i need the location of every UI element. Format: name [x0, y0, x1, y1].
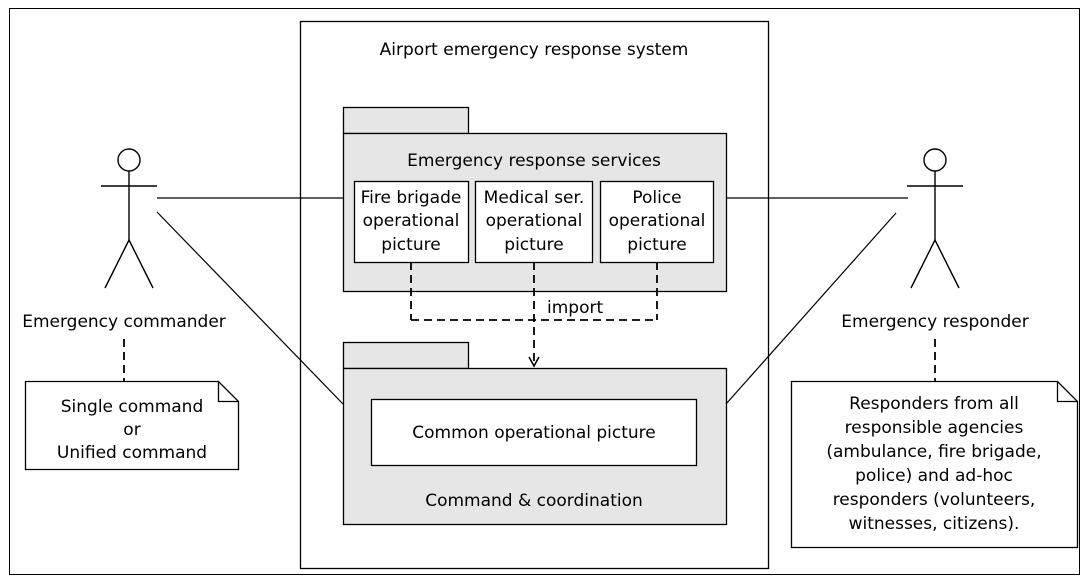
outer-frame — [9, 8, 1080, 575]
import-dependency — [410, 262, 658, 368]
medical-picture-box: Medical ser. operational picture — [474, 180, 594, 264]
common-picture-label: Common operational picture — [412, 423, 656, 443]
commander-actor-icon — [101, 148, 157, 289]
police-line-2: operational — [609, 211, 706, 231]
associations — [156, 197, 908, 405]
services-package-tab — [342, 106, 470, 135]
command-package: Common operational picture Command & coo… — [342, 341, 728, 526]
fire-brigade-line-1: Fire brigade — [361, 188, 462, 208]
fire-brigade-line-2: operational — [363, 211, 460, 231]
responder-note: Responders from all responsible agencies… — [790, 380, 1079, 549]
import-label: import — [547, 298, 603, 318]
common-picture-box — [370, 398, 698, 467]
police-line-1: Police — [632, 188, 681, 208]
command-package-title: Command & coordination — [425, 491, 643, 511]
responder-note-line-5: responders (volunteers, — [833, 490, 1036, 510]
commander-note-line-1: Single command — [61, 397, 204, 417]
responder-label: Emergency responder — [841, 312, 1028, 332]
fire-brigade-line-3: picture — [381, 235, 440, 255]
commander-note: Single command or Unified command — [24, 380, 240, 471]
police-line-3: picture — [627, 235, 686, 255]
responder-note-line-4: police) and ad-hoc — [855, 466, 1013, 486]
commander-note-line-3: Unified command — [57, 443, 207, 463]
medical-line-2: operational — [486, 211, 583, 231]
services-package: Emergency response services Fire brigade… — [342, 106, 728, 293]
responder-note-line-6: witnesses, citizens). — [849, 514, 1020, 534]
police-picture-box: Police operational picture — [599, 180, 715, 264]
medical-line-3: picture — [504, 235, 563, 255]
command-package-tab — [342, 341, 470, 370]
fire-brigade-picture-box: Fire brigade operational picture — [353, 180, 470, 264]
commander-label: Emergency commander — [22, 312, 226, 332]
services-package-title: Emergency response services — [407, 151, 661, 171]
responder-actor-icon — [907, 148, 963, 289]
system-title: Airport emergency response system — [380, 40, 689, 60]
responder-note-line-2: responsible agencies — [845, 418, 1024, 438]
commander-note-line-2: or — [123, 420, 140, 440]
commander-command-association — [156, 211, 344, 405]
medical-line-1: Medical ser. — [484, 188, 585, 208]
responder-note-line-3: (ambulance, fire brigade, — [826, 442, 1041, 462]
responder-note-line-1: Responders from all — [849, 394, 1019, 414]
responder-command-association — [725, 212, 897, 405]
